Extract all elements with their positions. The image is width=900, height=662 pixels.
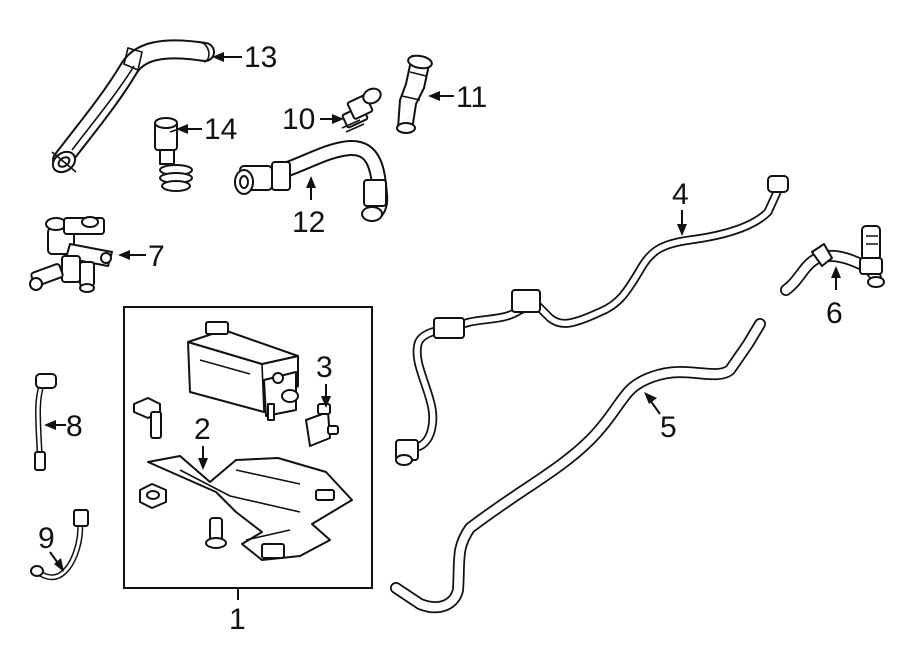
svg-text:1: 1: [229, 603, 246, 636]
svg-text:8: 8: [66, 410, 83, 443]
svg-text:13: 13: [244, 41, 277, 74]
callout-12: 12: [292, 176, 325, 239]
callout-7: 7: [118, 240, 165, 273]
callout-8: 8: [44, 410, 83, 443]
callout-13: 13: [212, 41, 277, 74]
callout-3: 3: [316, 351, 333, 408]
svg-text:2: 2: [194, 413, 211, 446]
part-2-bracket[interactable]: [147, 455, 353, 561]
part-11-connector[interactable]: [396, 54, 433, 134]
part-6-hose-fitting[interactable]: [780, 225, 885, 296]
callout-1: 1: [229, 588, 246, 636]
assembly-frame: [123, 306, 373, 589]
svg-text:7: 7: [148, 240, 165, 273]
svg-text:9: 9: [38, 522, 55, 555]
svg-text:14: 14: [204, 113, 237, 146]
callout-4: 4: [672, 178, 689, 236]
part-14-connector[interactable]: [154, 117, 193, 192]
nut-icon: [139, 483, 167, 509]
part-8-harness[interactable]: [34, 373, 57, 471]
bolt-icon: [133, 397, 162, 439]
part-1-canister[interactable]: [187, 321, 299, 421]
svg-text:12: 12: [292, 206, 325, 239]
callout-11: 11: [428, 81, 487, 114]
svg-text:5: 5: [660, 411, 677, 444]
callout-5: 5: [644, 392, 677, 444]
callout-9: 9: [38, 522, 64, 572]
callout-14: 14: [176, 113, 237, 146]
part-3-sensor[interactable]: [305, 403, 339, 447]
svg-text:3: 3: [316, 351, 333, 384]
part-5-tube[interactable]: [390, 318, 766, 614]
callout-10: 10: [282, 103, 344, 136]
svg-text:11: 11: [456, 81, 487, 114]
part-7-valve[interactable]: [29, 216, 113, 293]
svg-text:4: 4: [672, 178, 689, 211]
part-12-hose[interactable]: [234, 140, 389, 222]
stud-icon: [205, 517, 227, 549]
callout-2: 2: [194, 413, 211, 470]
part-13-hose[interactable]: [49, 39, 215, 176]
svg-text:6: 6: [826, 297, 843, 330]
svg-text:10: 10: [282, 103, 315, 136]
part-10-connector[interactable]: [341, 86, 383, 133]
callout-6: 6: [826, 266, 843, 330]
part-4-vapor-line[interactable]: [395, 175, 789, 466]
